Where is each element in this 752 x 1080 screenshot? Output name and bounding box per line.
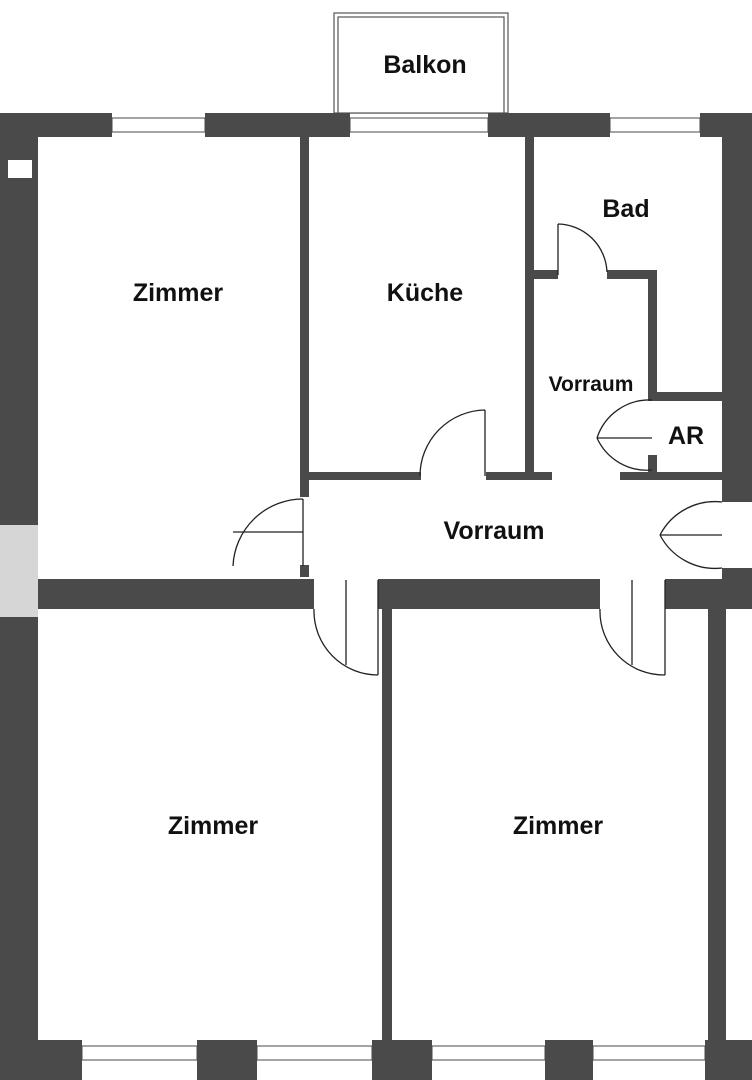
room-labels: Balkon Zimmer Küche Bad Vorraum AR Vorra…: [133, 51, 704, 840]
room-label-zimmer-bottom-right: Zimmer: [513, 812, 604, 840]
room-label-bad: Bad: [602, 195, 649, 223]
room-label-ar: AR: [668, 422, 704, 450]
room-label-zimmer-bottom-left: Zimmer: [168, 812, 259, 840]
outer-walls: [0, 113, 752, 1080]
balcony: [333, 12, 509, 114]
interior-walls: [38, 137, 752, 1040]
room-label-kueche: Küche: [387, 279, 464, 307]
room-label-zimmer-top-left: Zimmer: [133, 279, 224, 307]
room-label-balkon: Balkon: [383, 51, 466, 79]
room-label-vorraum-main: Vorraum: [444, 517, 545, 545]
room-label-vorraum-small: Vorraum: [549, 373, 634, 396]
doors: [232, 223, 723, 676]
windows: [8, 117, 706, 1061]
